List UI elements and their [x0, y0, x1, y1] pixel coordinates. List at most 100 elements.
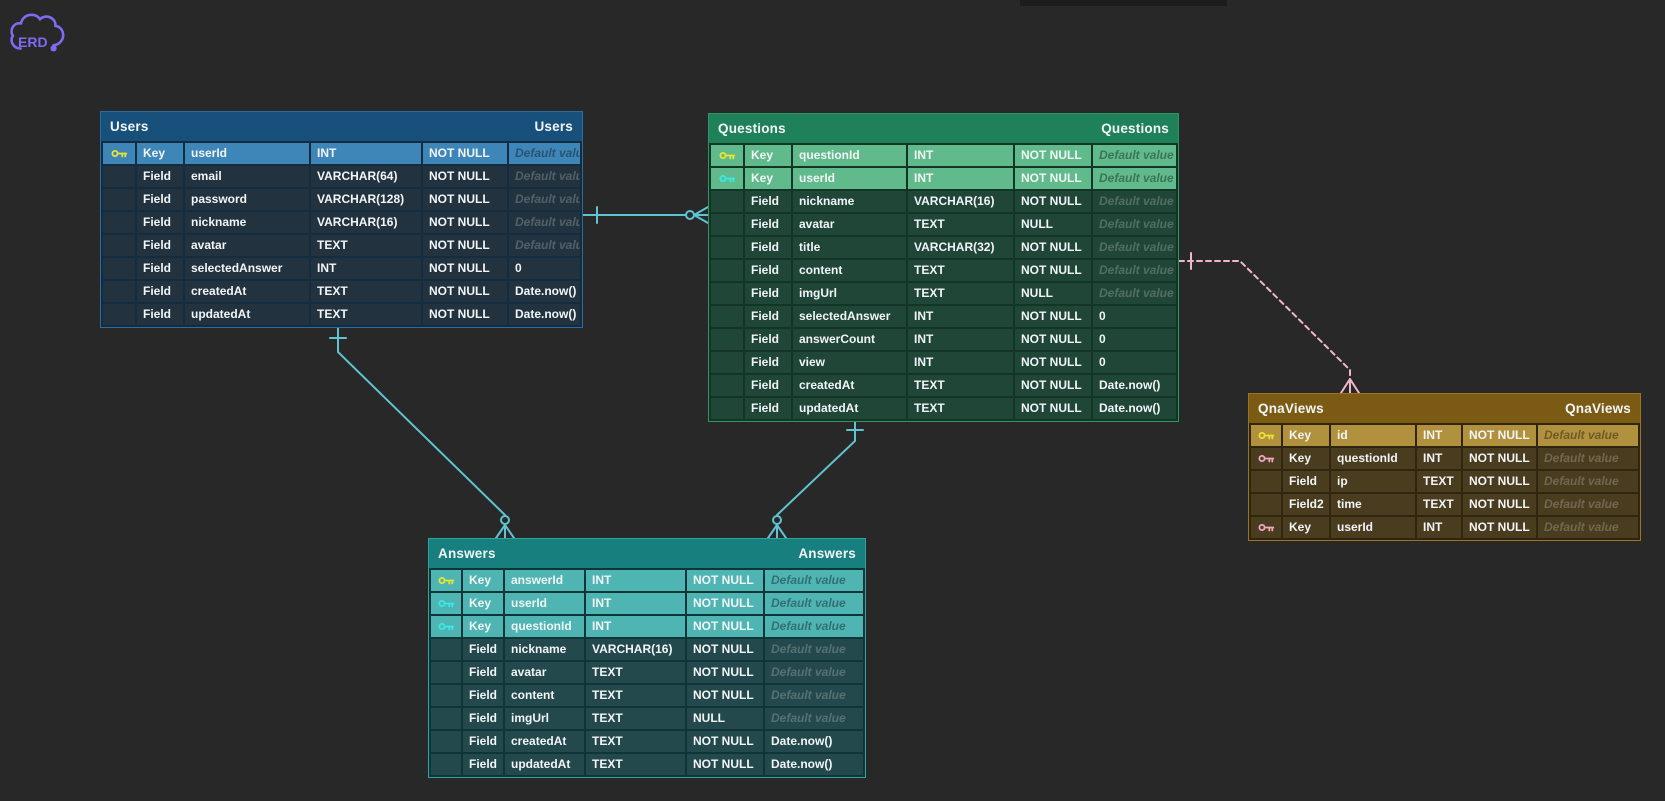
cell-name[interactable]: password [185, 189, 309, 210]
table-row[interactable]: Field nickname VARCHAR(16) NOT NULL Defa… [711, 191, 1176, 212]
cell-default[interactable]: Date.now() [509, 281, 580, 302]
cell-type[interactable]: VARCHAR(64) [311, 166, 421, 187]
cell-name[interactable]: avatar [185, 235, 309, 256]
relationship-users-questions[interactable] [582, 206, 709, 224]
cell-kind[interactable]: Key [463, 570, 503, 591]
cell-default[interactable]: Default value [765, 593, 863, 614]
cell-default[interactable]: Default value [1538, 471, 1638, 492]
cell-default[interactable]: Date.now() [765, 754, 863, 775]
cell-kind[interactable]: Field [137, 281, 183, 302]
table-row[interactable]: Field content TEXT NOT NULL Default valu… [711, 260, 1176, 281]
cell-nullable[interactable]: NOT NULL [1015, 168, 1091, 189]
cell-nullable[interactable]: NOT NULL [1015, 329, 1091, 350]
table-row[interactable]: Field nickname VARCHAR(16) NOT NULL Defa… [431, 639, 863, 660]
table-row[interactable]: Field password VARCHAR(128) NOT NULL Def… [103, 189, 580, 210]
cell-nullable[interactable]: NOT NULL [1463, 471, 1536, 492]
cell-type[interactable]: INT [311, 143, 421, 164]
cell-kind[interactable]: Field [1283, 471, 1329, 492]
cell-nullable[interactable]: NOT NULL [1015, 398, 1091, 419]
cell-kind[interactable]: Field [463, 662, 503, 683]
table-header[interactable]: QnaViews QnaViews [1249, 394, 1640, 423]
cell-kind[interactable]: Field [137, 258, 183, 279]
table-row[interactable]: Field avatar TEXT NOT NULL Default value [103, 235, 580, 256]
cell-type[interactable]: INT [908, 145, 1013, 166]
cell-type[interactable]: INT [1417, 425, 1461, 446]
cell-nullable[interactable]: NOT NULL [687, 616, 763, 637]
cell-nullable[interactable]: NOT NULL [1015, 237, 1091, 258]
cell-kind[interactable]: Field2 [1283, 494, 1329, 515]
cell-default[interactable]: Default value [1538, 517, 1638, 538]
cell-kind[interactable]: Field [137, 189, 183, 210]
table-row[interactable]: Field selectedAnswer INT NOT NULL 0 [103, 258, 580, 279]
cell-type[interactable]: INT [1417, 517, 1461, 538]
table-row[interactable]: Field updatedAt TEXT NOT NULL Date.now() [711, 398, 1176, 419]
cell-nullable[interactable]: NOT NULL [423, 281, 507, 302]
cell-default[interactable]: Date.now() [1093, 398, 1176, 419]
cell-kind[interactable]: Field [463, 685, 503, 706]
cell-kind[interactable]: Field [137, 166, 183, 187]
cell-nullable[interactable]: NOT NULL [687, 685, 763, 706]
cell-name[interactable]: view [793, 352, 906, 373]
cell-name[interactable]: title [793, 237, 906, 258]
cell-nullable[interactable]: NOT NULL [423, 189, 507, 210]
cell-type[interactable]: TEXT [311, 304, 421, 325]
table-row[interactable]: Field avatar TEXT NULL Default value [711, 214, 1176, 235]
cell-type[interactable]: TEXT [908, 283, 1013, 304]
cell-default[interactable]: 0 [1093, 329, 1176, 350]
cell-nullable[interactable]: NOT NULL [1463, 517, 1536, 538]
entity-table-users[interactable]: Users Users Key userId INT NOT NULL Defa… [100, 111, 583, 328]
cell-kind[interactable]: Field [463, 754, 503, 775]
table-row[interactable]: Field ip TEXT NOT NULL Default value [1251, 471, 1638, 492]
cell-nullable[interactable]: NOT NULL [1463, 425, 1536, 446]
cell-type[interactable]: TEXT [908, 214, 1013, 235]
cell-default[interactable]: Default value [509, 212, 580, 233]
cell-type[interactable]: INT [908, 168, 1013, 189]
cell-default[interactable]: 0 [509, 258, 580, 279]
cell-kind[interactable]: Field [745, 260, 791, 281]
cell-type[interactable]: TEXT [586, 662, 685, 683]
cell-default[interactable]: Date.now() [1093, 375, 1176, 396]
cell-type[interactable]: TEXT [586, 708, 685, 729]
cell-kind[interactable]: Field [463, 708, 503, 729]
cell-nullable[interactable]: NULL [1015, 283, 1091, 304]
cell-default[interactable]: Default value [765, 616, 863, 637]
table-header[interactable]: Questions Questions [709, 114, 1178, 143]
cell-kind[interactable]: Key [463, 593, 503, 614]
table-row[interactable]: Field updatedAt TEXT NOT NULL Date.now() [431, 754, 863, 775]
cell-default[interactable]: Default value [509, 166, 580, 187]
cell-name[interactable]: imgUrl [505, 708, 584, 729]
cell-nullable[interactable]: NOT NULL [687, 731, 763, 752]
cell-nullable[interactable]: NOT NULL [423, 258, 507, 279]
cell-type[interactable]: TEXT [311, 235, 421, 256]
cell-default[interactable]: Default value [509, 235, 580, 256]
cell-name[interactable]: updatedAt [185, 304, 309, 325]
table-header[interactable]: Answers Answers [429, 539, 865, 568]
cell-nullable[interactable]: NOT NULL [687, 639, 763, 660]
table-header[interactable]: Users Users [101, 112, 582, 141]
table-row[interactable]: Field createdAt TEXT NOT NULL Date.now() [711, 375, 1176, 396]
relationship-questions-answers[interactable] [767, 419, 864, 539]
cell-default[interactable]: Default value [1093, 260, 1176, 281]
table-row[interactable]: Field content TEXT NOT NULL Default valu… [431, 685, 863, 706]
cell-type[interactable]: INT [311, 258, 421, 279]
table-row[interactable]: Key userId INT NOT NULL Default value [711, 168, 1176, 189]
cell-kind[interactable]: Key [745, 145, 791, 166]
table-row[interactable]: Key userId INT NOT NULL Default value [431, 593, 863, 614]
cell-type[interactable]: INT [586, 570, 685, 591]
cell-name[interactable]: createdAt [793, 375, 906, 396]
cell-name[interactable]: id [1331, 425, 1415, 446]
cell-kind[interactable]: Key [463, 616, 503, 637]
cell-nullable[interactable]: NOT NULL [687, 662, 763, 683]
cell-nullable[interactable]: NULL [1015, 214, 1091, 235]
cell-default[interactable]: Default value [765, 708, 863, 729]
cell-type[interactable]: TEXT [311, 281, 421, 302]
cell-nullable[interactable]: NOT NULL [1015, 145, 1091, 166]
cell-nullable[interactable]: NOT NULL [1015, 375, 1091, 396]
table-row[interactable]: Key questionId INT NOT NULL Default valu… [431, 616, 863, 637]
cell-type[interactable]: TEXT [586, 685, 685, 706]
cell-kind[interactable]: Field [137, 304, 183, 325]
cell-default[interactable]: Default value [509, 143, 580, 164]
table-row[interactable]: Field imgUrl TEXT NULL Default value [711, 283, 1176, 304]
cell-nullable[interactable]: NOT NULL [423, 166, 507, 187]
cell-kind[interactable]: Key [1283, 425, 1329, 446]
